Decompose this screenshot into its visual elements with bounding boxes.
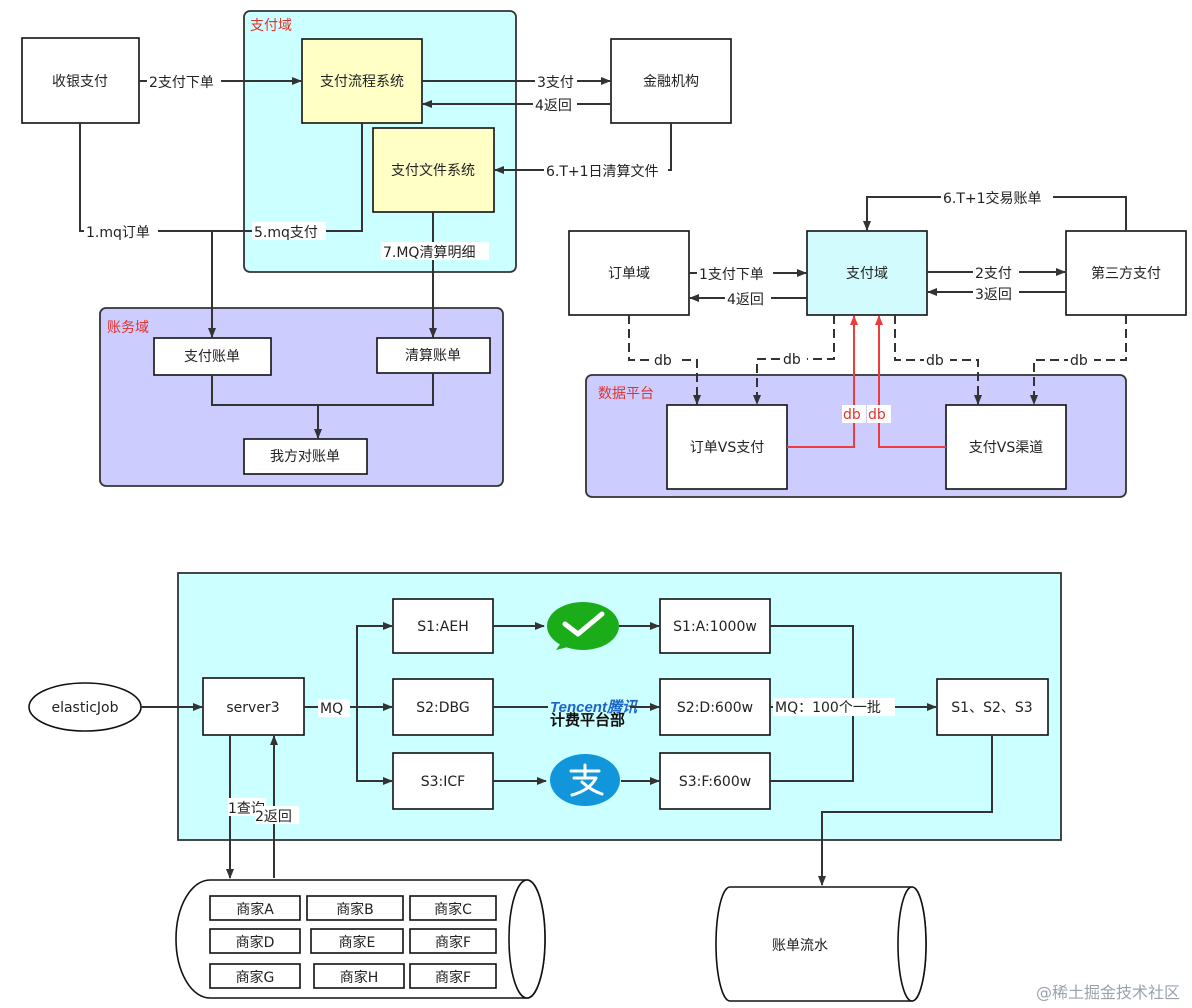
- merchant-label: 商家H: [340, 969, 379, 986]
- edge-return-label: 4返回: [535, 98, 572, 114]
- merchant-box: [313, 963, 405, 989]
- clear-bill-label: 清算账单: [405, 348, 461, 364]
- db-red-edge-left-label: db: [843, 407, 861, 423]
- finance-label: 金融机构: [643, 74, 699, 90]
- pay-domain-box: [806, 230, 928, 316]
- s3-label: S3:ICF: [421, 774, 465, 790]
- pay-domain-title: 支付域: [250, 18, 292, 34]
- edge-bills-merge: [211, 373, 434, 406]
- db-edge-order-label: db: [654, 353, 672, 369]
- merchant-box: [310, 928, 404, 954]
- edge-merge-flow: [818, 735, 993, 886]
- db-edge-pay-left-label: db: [783, 352, 801, 368]
- tencent-logo-subtitle: 计费平台部: [550, 711, 625, 729]
- edge-clear-file-label: 6.T+1日清算文件: [546, 164, 659, 180]
- pay-flow-label: 支付流程系统: [320, 74, 404, 90]
- r3-label: S3:F:600w: [679, 774, 751, 790]
- pay-bill-box: [153, 337, 272, 376]
- db-red-edge-right-label: db: [868, 407, 886, 423]
- s2-label: S2:DBG: [416, 700, 470, 716]
- edge-server-s3: [356, 707, 393, 785]
- r2-box: [659, 678, 771, 736]
- order-domain-label: 订单域: [608, 266, 650, 282]
- cashier-label: 收银支付: [52, 74, 108, 90]
- bill-flow-label: 账单流水: [772, 938, 828, 954]
- db-edge-third-label: db: [1070, 353, 1088, 369]
- edge-pay-order-label: 2支付下单: [149, 75, 214, 91]
- merchant-box: [306, 895, 404, 921]
- db-red-edge-right: [875, 315, 946, 448]
- third-party-box: [1065, 230, 1187, 316]
- s1-box: [392, 598, 494, 654]
- merchant-label: 商家A: [236, 901, 274, 918]
- mq-label: MQ: [320, 701, 343, 717]
- bill-flow-cylinder: [715, 886, 927, 1002]
- merge-label: S1、S2、S3: [951, 700, 1032, 716]
- pay-domain-label: 支付域: [846, 266, 888, 282]
- merchant-label: 商家D: [236, 934, 275, 951]
- r3-box: [659, 752, 771, 810]
- order-domain-box: [568, 230, 690, 316]
- finance-box: [610, 38, 732, 124]
- merchant-box: [409, 963, 497, 989]
- edge-server-s1: [356, 622, 393, 707]
- merchant-label: 商家F: [435, 934, 471, 951]
- order-vs-pay-label: 订单VS支付: [690, 440, 764, 456]
- merchant-label: 商家F: [435, 969, 471, 986]
- watermark: @稀土掘金技术社区: [1036, 983, 1180, 1002]
- edge-d2-return4-label: 4返回: [727, 292, 764, 308]
- diagram-2-reconciliation: 数据平台 订单域 支付域 第三方支付 订单VS支付 支付VS渠道 6.T+1交易…: [568, 188, 1187, 498]
- db-edge-pay-left: [753, 315, 835, 405]
- our-bill-label: 我方对账单: [270, 449, 340, 465]
- merchant-label: 商家B: [336, 901, 374, 918]
- merchant-box: [409, 895, 497, 921]
- third-party-label: 第三方支付: [1091, 265, 1161, 282]
- pay-file-box: [372, 127, 495, 213]
- pay-bill-label: 支付账单: [184, 349, 240, 365]
- edge-trade-bill-label: 6.T+1交易账单: [943, 190, 1042, 207]
- edge-d2-return3-label: 3返回: [975, 287, 1012, 303]
- merchant-grid: 商家A 商家B 商家C 商家D 商家E 商家F 商家G 商家H 商家F: [209, 895, 497, 989]
- s3-box: [392, 752, 494, 810]
- clear-bill-box: [376, 337, 491, 374]
- our-bill-box: [243, 438, 368, 475]
- alipay-icon: [550, 754, 620, 806]
- tencent-logo-text: Tencent腾讯: [550, 699, 638, 716]
- pay-file-label: 支付文件系统: [391, 163, 475, 179]
- batch-label: MQ：100个一批: [775, 700, 881, 716]
- pay-vs-channel-box: [945, 404, 1067, 490]
- diagram-3-batch: elasticJob server3 S1:AEH S2:DBG S3:ICF …: [28, 572, 1062, 1002]
- pay-flow-box: [301, 38, 423, 124]
- db-edge-pay-right-label: db: [926, 353, 944, 369]
- edge-mq-pay-label: 5.mq支付: [254, 225, 318, 241]
- merge-box: [936, 678, 1049, 736]
- r1-label: S1:A:1000w: [673, 619, 757, 635]
- edge-d2-pay-order-label: 1支付下单: [699, 267, 764, 283]
- pay-vs-channel-label: 支付VS渠道: [969, 440, 1043, 456]
- s1-label: S1:AEH: [417, 619, 468, 635]
- edge-mq-order-label: 1.mq订单: [86, 225, 150, 241]
- edge-pay-label: 3支付: [537, 75, 574, 91]
- tencent-billing-logo: Tencent腾讯 计费平台部: [550, 699, 638, 729]
- merchant-box: [209, 963, 301, 989]
- data-platform-title: 数据平台: [598, 386, 654, 402]
- merchant-label: 商家G: [236, 969, 275, 986]
- merchant-box: [209, 895, 301, 921]
- server3-label: server3: [226, 700, 279, 716]
- r2-label: S2:D:600w: [677, 700, 753, 716]
- merchant-label: 商家E: [339, 934, 376, 951]
- edge-mq-clear-label: 7.MQ清算明细: [383, 245, 475, 261]
- diagram-1-clearing: 支付域 账务域 收银支付 支付流程系统 支付文件系统 金融机构 支付账单 清算账…: [21, 10, 732, 487]
- elasticjob-label: elasticJob: [51, 700, 118, 716]
- db-red-edge-left: [787, 315, 858, 448]
- merchant-label: 商家C: [434, 901, 472, 918]
- merchant-box: [409, 928, 497, 954]
- wechat-pay-icon: [547, 602, 619, 650]
- merchant-box: [209, 928, 301, 954]
- return-label-d3: 2返回: [255, 809, 292, 825]
- edge-d2-pay2-label: 2支付: [975, 266, 1012, 282]
- account-domain-title: 账务域: [107, 320, 149, 336]
